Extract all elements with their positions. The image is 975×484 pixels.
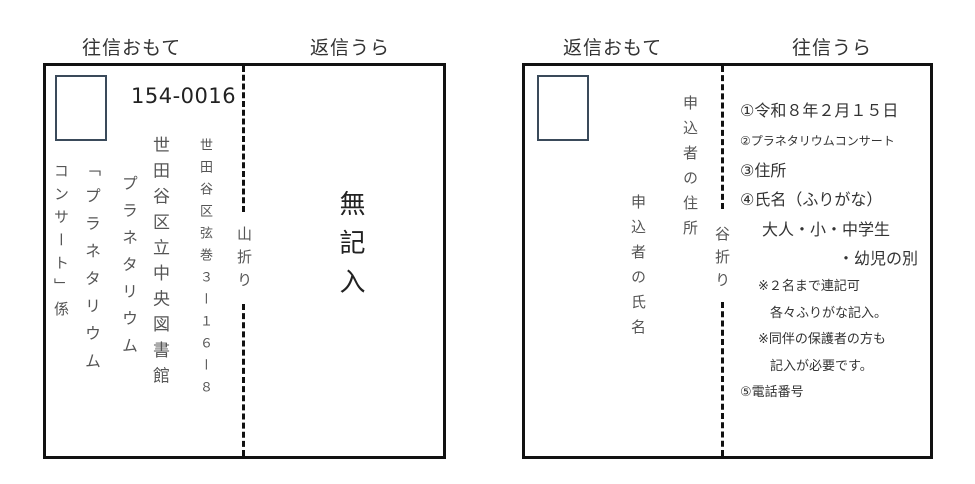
blank-instruction: 無記入 <box>335 190 365 307</box>
postcard-return-front: 申込者の住所 申込者の氏名 谷 折り ①令和８年２月１５日 ②プラネタリウムコン… <box>522 63 933 459</box>
item-address: ③住所 <box>740 161 787 180</box>
fold-line-lower <box>242 304 245 456</box>
fold-line-upper <box>721 66 724 209</box>
postcard-outgoing-front: 154-0016 世田谷区弦巻３ー１６ー８ 世田谷区立中央図書館 プラネタリウム… <box>43 63 446 459</box>
item-name: ④氏名（ふりがな） <box>740 190 883 209</box>
sender-address-placeholder: 申込者の住所 <box>681 95 699 245</box>
card1-header-back: 返信うら <box>310 37 391 59</box>
recipient-name-line1: 「プラネタリウム <box>82 160 101 380</box>
recipient-department: プラネタリウム <box>119 175 138 364</box>
fold-label-valley: 谷 <box>713 226 731 245</box>
item-event: ②プラネタリウムコンサート <box>740 134 895 148</box>
postal-code: 154-0016 <box>131 84 237 108</box>
card2-header-front: 返信おもて <box>563 37 663 59</box>
stamp-box <box>55 75 107 141</box>
item-date: ①令和８年２月１５日 <box>740 101 899 120</box>
note-two-names: ※２名まで連記可 <box>758 279 860 294</box>
stamp-box <box>537 75 589 141</box>
card2-header-back: 往信うら <box>792 37 873 59</box>
fold-label-mountain: 山 <box>235 226 253 245</box>
sender-name-placeholder: 申込者の氏名 <box>629 194 647 344</box>
recipient-name-line2: コンサート」係 <box>52 163 70 324</box>
recipient-address: 世田谷区弦巻３ー１６ー８ <box>197 138 212 402</box>
fold-line-upper <box>242 66 245 212</box>
recipient-organization: 世田谷区立中央図書館 <box>149 136 169 392</box>
note-furigana: 各々ふりがな記入。 <box>770 306 888 321</box>
item-phone: ⑤電話番号 <box>740 385 804 400</box>
card1-header-front: 往信おもて <box>82 37 182 59</box>
fold-line-lower <box>721 302 724 456</box>
note-guardian-cont: 記入が必要です。 <box>770 359 873 374</box>
note-guardian: ※同伴の保護者の方も <box>758 332 886 347</box>
item-category-cont: ・幼児の別 <box>838 249 919 268</box>
fold-label-fold: 折り <box>235 249 253 295</box>
item-category: 大人・小・中学生 <box>762 220 891 239</box>
fold-label-fold: 折り <box>713 249 731 295</box>
